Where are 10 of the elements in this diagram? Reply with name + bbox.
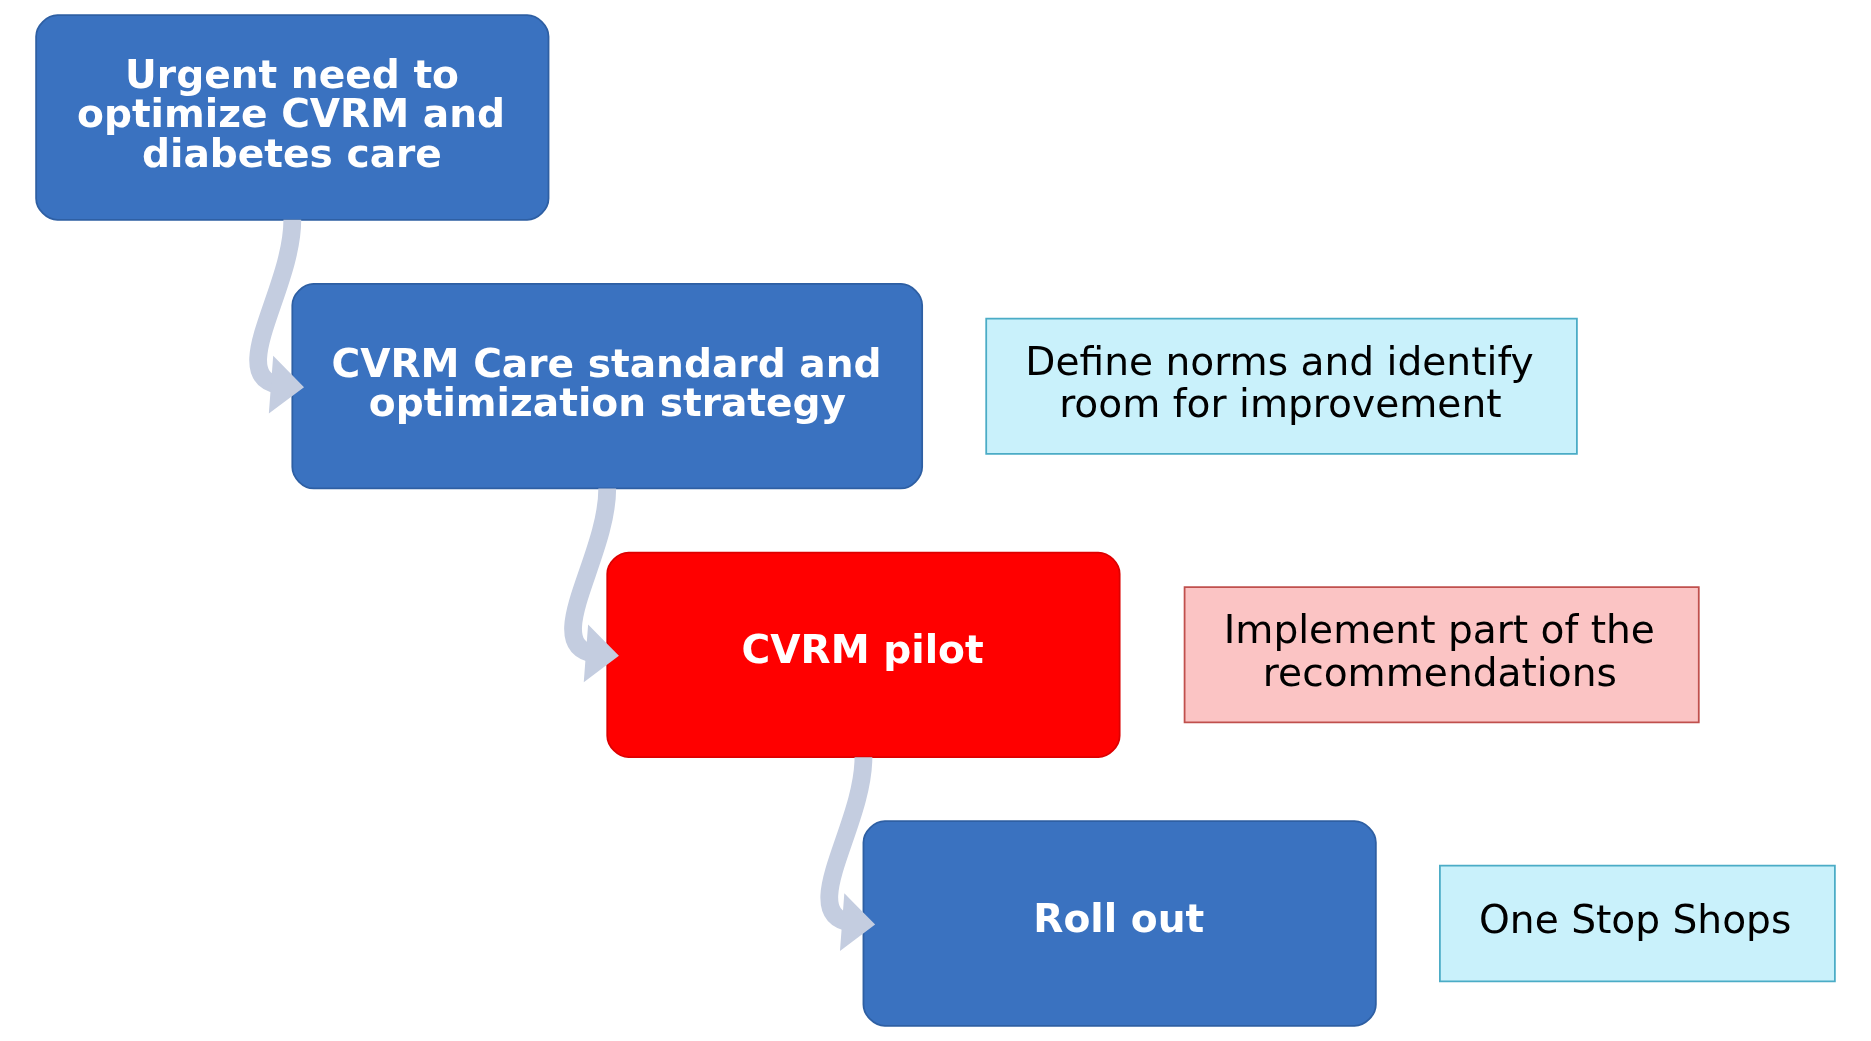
node-box: Roll out <box>862 820 1377 1027</box>
arrow <box>249 219 304 414</box>
node-box: Implement part of the recommendations <box>1183 586 1700 724</box>
node-box: CVRM Care standard and optimization strategy <box>291 283 924 490</box>
node-box: CVRM pilot <box>606 551 1121 758</box>
node-box: Define norms and identify room for improvement <box>985 317 1578 455</box>
node-box: One Stop Shops <box>1439 864 1836 983</box>
node-box: Urgent need to optimize CVRM and diabetes care <box>35 14 550 221</box>
arrow <box>820 756 876 951</box>
arrow <box>564 487 619 683</box>
